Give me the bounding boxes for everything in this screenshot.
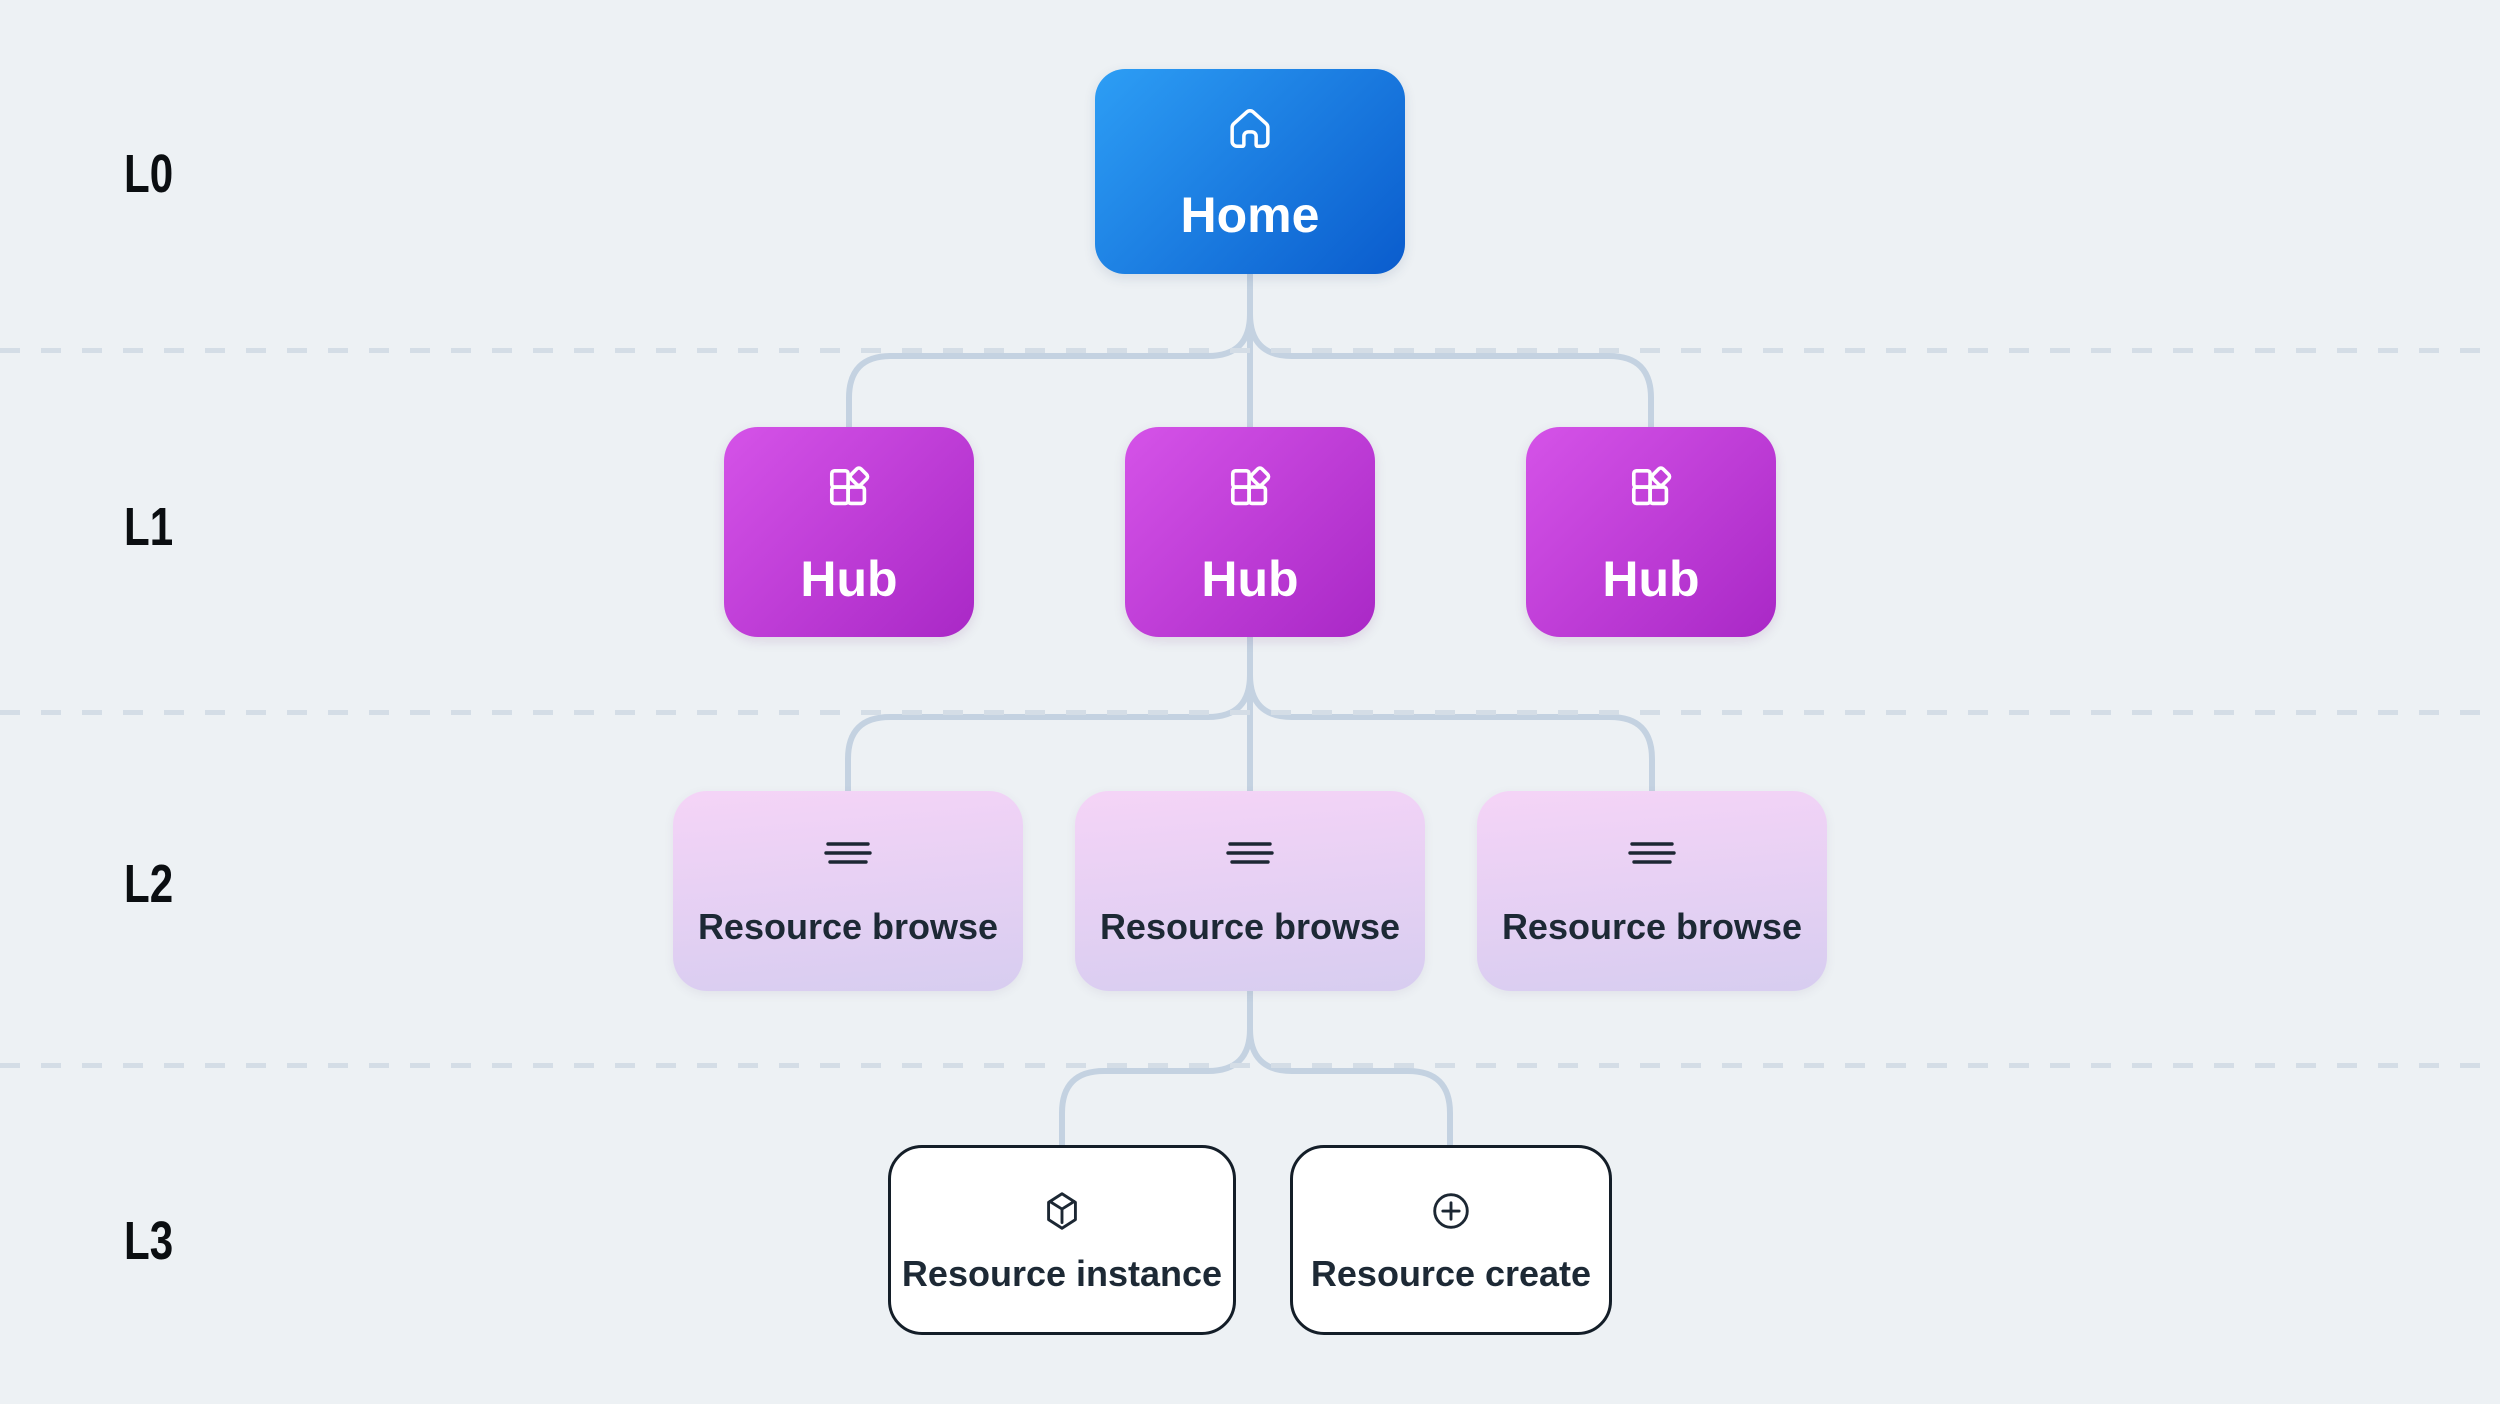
level-divider-2 <box>0 710 2500 715</box>
hub-node-1: Hub <box>724 427 974 637</box>
connector-browse-leaf-left <box>1059 988 1253 1148</box>
add-circle-icon <box>1428 1188 1474 1234</box>
list-lines-icon <box>824 829 872 877</box>
list-lines-icon <box>1628 829 1676 877</box>
hub-node-3: Hub <box>1526 427 1776 637</box>
resource-browse-label: Resource browse <box>697 906 999 947</box>
level-divider-3 <box>0 1063 2500 1068</box>
resource-instance-label: Resource instance <box>901 1253 1223 1294</box>
apps-grid-icon <box>820 459 878 517</box>
resource-browse-node-2: Resource browse <box>1075 791 1425 991</box>
level-label-l3: L3 <box>124 1211 174 1271</box>
resource-browse-label: Resource browse <box>1099 906 1401 947</box>
hub-label: Hub <box>1201 551 1299 607</box>
resource-instance-node: Resource instance <box>888 1145 1236 1335</box>
home-icon <box>1222 99 1278 155</box>
cube-icon <box>1039 1188 1085 1234</box>
hub-node-2: Hub <box>1125 427 1375 637</box>
hub-label: Hub <box>800 551 898 607</box>
level-label-l1: L1 <box>124 497 174 557</box>
home-label: Home <box>1180 187 1320 243</box>
connector-browse-leaf-right <box>1247 988 1453 1148</box>
resource-browse-node-1: Resource browse <box>673 791 1023 991</box>
list-lines-icon <box>1226 829 1274 877</box>
level-label-l0: L0 <box>124 144 174 204</box>
apps-grid-icon <box>1221 459 1279 517</box>
hub-label: Hub <box>1602 551 1700 607</box>
resource-browse-node-3: Resource browse <box>1477 791 1827 991</box>
home-node: Home <box>1095 69 1405 274</box>
resource-create-node: Resource create <box>1290 1145 1612 1335</box>
level-divider-1 <box>0 348 2500 353</box>
level-label-l2: L2 <box>124 854 174 914</box>
resource-create-label: Resource create <box>1310 1253 1592 1294</box>
resource-browse-label: Resource browse <box>1501 906 1803 947</box>
apps-grid-icon <box>1622 459 1680 517</box>
